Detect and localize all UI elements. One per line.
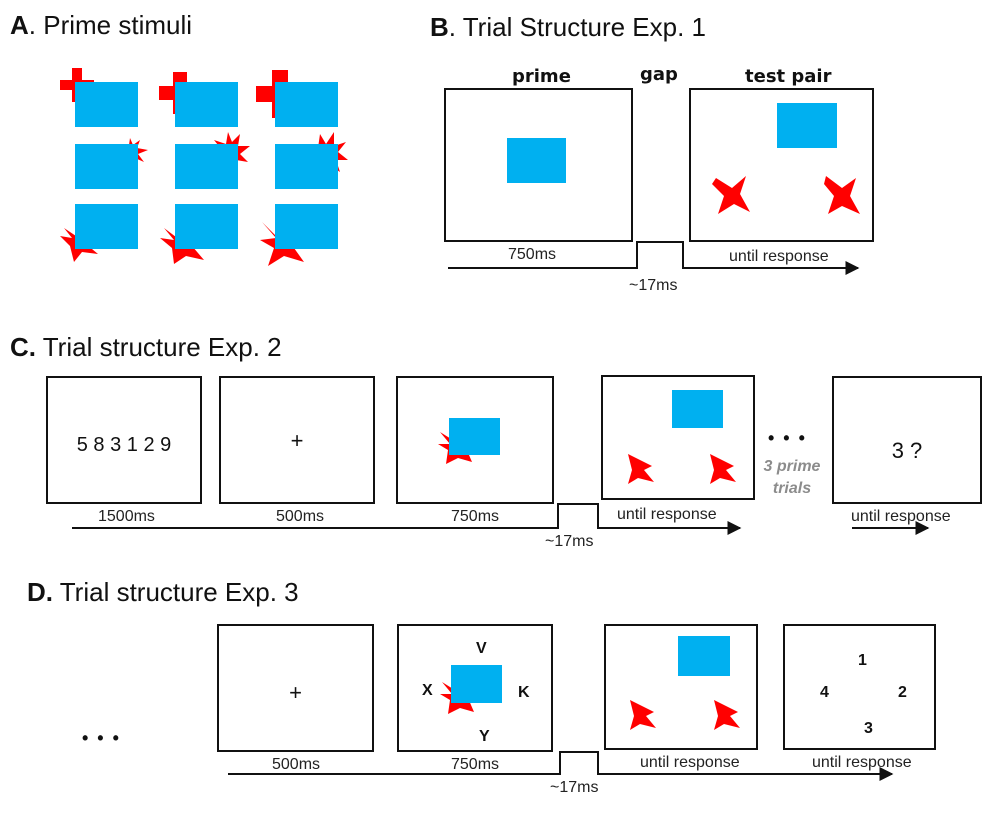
timeline-c [72, 503, 742, 535]
header-test-pair: test pair [745, 66, 832, 87]
prime-rect-a5 [175, 144, 238, 189]
prime-rect-a4 [75, 144, 138, 189]
duration-until-d: until response [640, 754, 740, 771]
number-right: 2 [898, 684, 907, 701]
note-3-prime-line2: trials [772, 480, 812, 497]
duration-750-d: 750ms [451, 756, 500, 773]
duration-750-c: 750ms [451, 508, 500, 525]
test-star-left-b [712, 176, 750, 214]
timeline-d [228, 751, 894, 781]
test-star-left-c [628, 454, 654, 484]
letter-top: V [476, 640, 487, 657]
panel-c-label: C. Trial structure Exp. 2 [10, 332, 282, 363]
panel-b-letter: B [430, 12, 449, 42]
test-star-right-b [824, 176, 860, 214]
duration-gap-b: ~17ms [629, 277, 678, 294]
panel-c-letter: C. [10, 332, 36, 362]
prime-rect-a3 [275, 82, 338, 127]
probe-text: 3 ? [891, 438, 923, 463]
duration-until-d-report: until response [812, 754, 912, 771]
frame-test-d [604, 624, 758, 750]
duration-500-d: 500ms [272, 756, 321, 773]
duration-prime-b: 750ms [508, 246, 557, 263]
number-bottom: 3 [864, 720, 873, 737]
frame-digits-c [46, 376, 202, 504]
ellipsis-c: • • • [768, 428, 807, 448]
duration-gap-c: ~17ms [545, 533, 594, 550]
duration-1500: 1500ms [98, 508, 155, 525]
test-star-right-d [714, 700, 740, 730]
duration-test-b: until response [729, 248, 829, 265]
prime-rect-a2 [175, 82, 238, 127]
duration-until-c: until response [617, 506, 717, 523]
panel-d-label: D. Trial structure Exp. 3 [27, 577, 299, 608]
panel-d-title: Trial structure Exp. 3 [53, 577, 299, 607]
letter-right: K [518, 684, 530, 701]
prime-rect-a1 [75, 82, 138, 127]
duration-gap-d: ~17ms [550, 779, 599, 796]
panel-a-letter: A [10, 10, 29, 40]
timeline-b [448, 241, 860, 275]
frame-fixation-c [219, 376, 375, 504]
fixation-cross-c: + [290, 428, 304, 453]
ellipsis-d: • • • [82, 728, 121, 748]
test-rect-d [678, 636, 730, 676]
letter-bottom: Y [479, 728, 490, 745]
test-rect-b [777, 103, 837, 148]
fixation-cross-d: + [289, 680, 302, 705]
panel-a-label: A. Prime stimuli [10, 10, 192, 41]
panel-d-letter: D. [27, 577, 53, 607]
frame-prime-d [397, 624, 553, 752]
test-star-left-d [630, 700, 656, 730]
prime-rect-b [507, 138, 566, 183]
prime-rect-d [451, 665, 502, 703]
prime-rect-a6 [275, 144, 338, 189]
header-gap: gap [640, 64, 678, 85]
test-star-right-c [710, 454, 736, 484]
number-top: 1 [858, 652, 867, 669]
header-prime: prime [512, 66, 571, 87]
frame-fixation-d [217, 624, 374, 752]
prime-rect-a8 [175, 204, 238, 249]
panel-b-label: B. Trial Structure Exp. 1 [430, 12, 706, 43]
prime-rect-a7 [75, 204, 138, 249]
frame-test-b [689, 88, 874, 242]
panel-c-title: Trial structure Exp. 2 [36, 332, 282, 362]
prime-rect-c [449, 418, 500, 455]
panel-b-title: . Trial Structure Exp. 1 [448, 12, 706, 42]
panel-a-title: . Prime stimuli [28, 10, 193, 40]
test-rect-c [672, 390, 723, 428]
number-left: 4 [820, 684, 829, 701]
frame-report-d [783, 624, 936, 750]
letter-left: X [422, 682, 433, 699]
prime-rect-a9 [275, 204, 338, 249]
frame-probe-c [832, 376, 982, 504]
digit-sequence: 5 8 3 1 2 9 [76, 434, 172, 456]
duration-500-c: 500ms [276, 508, 325, 525]
duration-until-c-probe: until response [851, 508, 951, 525]
frame-test-c [601, 375, 755, 500]
note-3-prime-line1: 3 prime [763, 458, 821, 475]
frame-prime-c [396, 376, 554, 504]
